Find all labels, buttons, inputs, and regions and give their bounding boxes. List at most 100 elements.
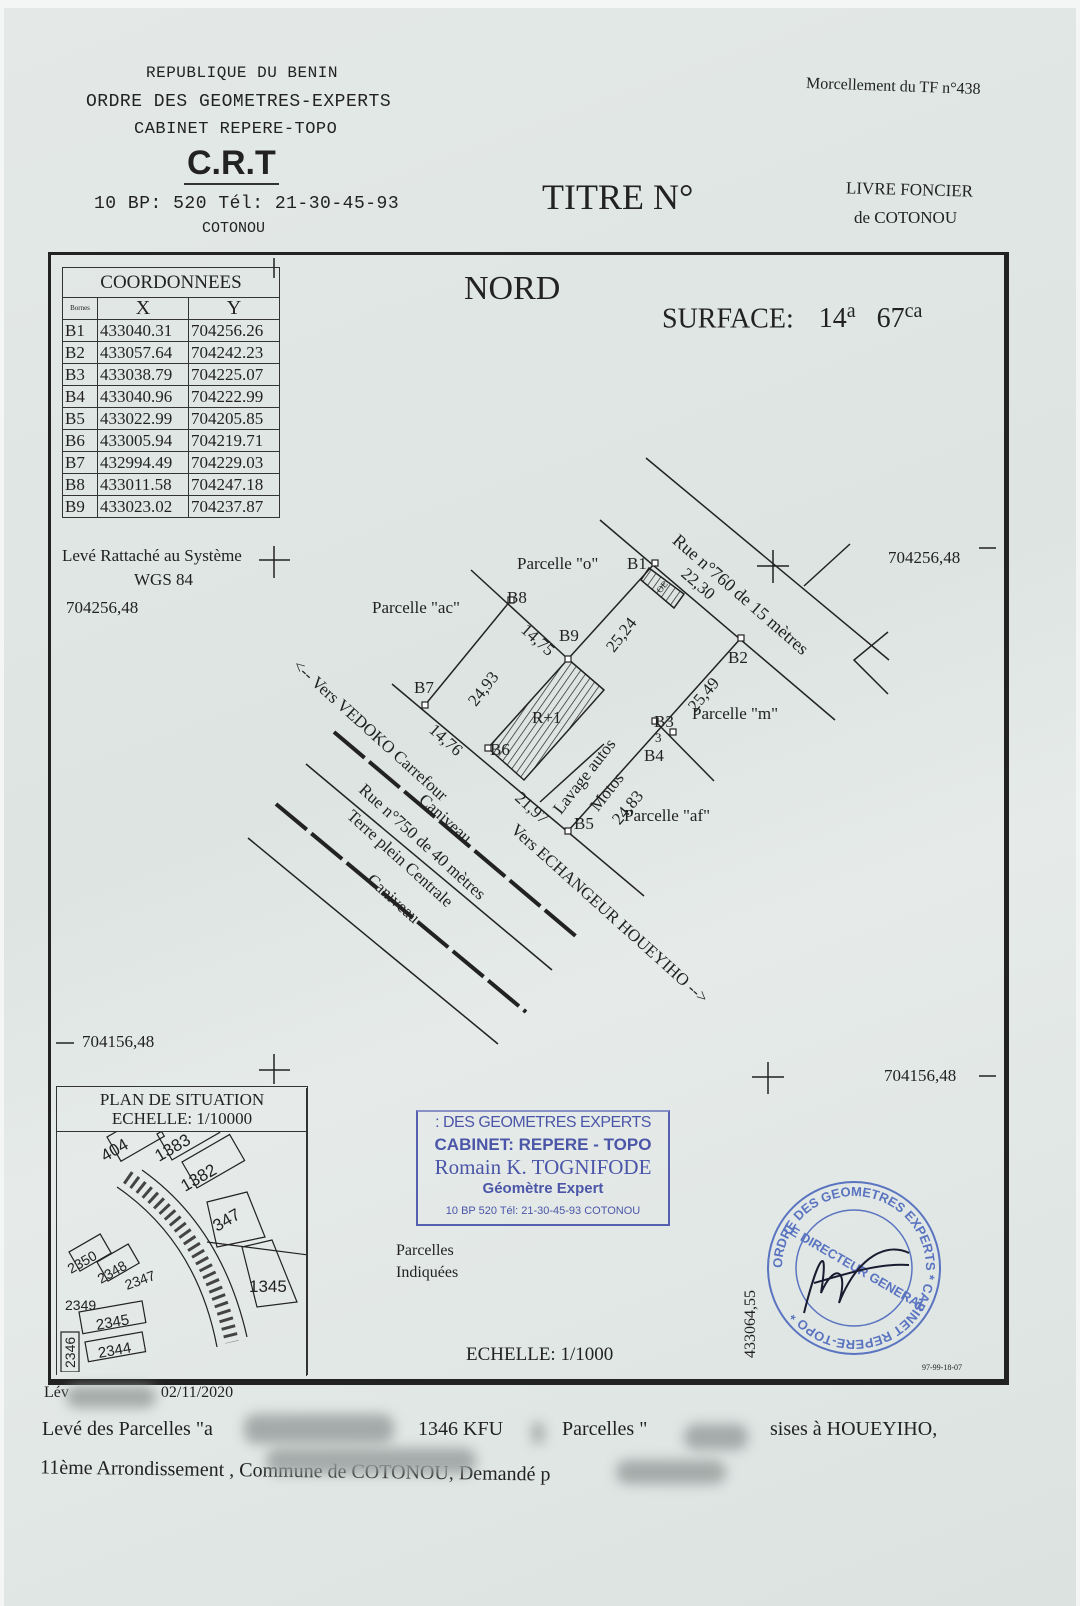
stamp-line-2: CABINET: REPERE - TOPO bbox=[434, 1135, 652, 1154]
borne-b2: B2 bbox=[728, 648, 748, 667]
situation-scale: ECHELLE: 1/10000 bbox=[111, 1109, 253, 1128]
surface-ares: 14 bbox=[818, 303, 847, 335]
redaction bbox=[244, 1414, 394, 1444]
stamp-line-3: Romain K. TOGNIFODE bbox=[434, 1155, 652, 1179]
redaction bbox=[66, 1386, 156, 1408]
coord-y: 704229.03 bbox=[188, 451, 280, 474]
round-seal: ORDRE DES GEOMETRES EXPERTS * CABINET RE… bbox=[767, 1181, 941, 1355]
borne-name: B9 bbox=[62, 495, 98, 518]
wgs-label: WGS 84 bbox=[134, 570, 194, 589]
parcel-map bbox=[56, 258, 996, 1094]
borne-b4: B4 bbox=[644, 746, 664, 765]
coord-y: 704219.71 bbox=[188, 429, 280, 452]
footer-text: 1346 KFU bbox=[418, 1418, 504, 1440]
coord-x: 433040.31 bbox=[97, 319, 189, 342]
situation-map: 404 1383 1382 347 1345 2350 2348 2347 23… bbox=[60, 1132, 307, 1372]
surface-label: SURFACE: bbox=[662, 303, 794, 335]
borne-b5: B5 bbox=[574, 814, 594, 833]
lot-2344: 2344 bbox=[97, 1339, 133, 1362]
leve-date-line: Lév 02/11/2020 bbox=[44, 1384, 233, 1402]
building-r-plus-1 bbox=[486, 657, 606, 782]
livre-foncier-city: de COTONOU bbox=[854, 208, 958, 227]
coord-y: 704237.87 bbox=[188, 495, 280, 518]
label-parcelle-af: Parcelle "af" bbox=[624, 806, 711, 825]
grid-cross bbox=[259, 1054, 290, 1084]
indiquees-label: Indiquées bbox=[396, 1264, 459, 1281]
grid-y-top-left: 704256,48 bbox=[66, 598, 139, 617]
header-city: COTONOU bbox=[202, 220, 266, 237]
footer-text: Parcelles " bbox=[562, 1418, 648, 1440]
surface-ares-unit: a bbox=[846, 300, 856, 322]
road-750-terre-plein bbox=[274, 802, 528, 1014]
surface-centiares: 67 bbox=[876, 303, 905, 335]
grid-cross bbox=[259, 546, 290, 578]
stamp-line-4: Géomètre Expert bbox=[482, 1180, 604, 1197]
lot-2345: 2345 bbox=[95, 1311, 131, 1334]
grid-y-top-right: 704256,48 bbox=[888, 548, 961, 567]
surface-value: SURFACE: 14a 67ca bbox=[662, 300, 922, 335]
borne-b7: B7 bbox=[414, 678, 434, 697]
footer-text: sises à HOUEYIHO, bbox=[770, 1418, 938, 1440]
label-parcelle-ac: Parcelle "ac" bbox=[372, 598, 460, 617]
coord-x: 433038.79 bbox=[97, 363, 189, 386]
redaction bbox=[266, 1448, 476, 1474]
borne-b1: B1 bbox=[627, 554, 647, 573]
grid-cross bbox=[757, 550, 789, 583]
plan-frame bbox=[48, 252, 1009, 1385]
label-r-plus-1: R+1 bbox=[532, 708, 562, 727]
crt-logo: C.R.T bbox=[184, 144, 279, 185]
borne-b8: B8 bbox=[507, 588, 527, 607]
road-750-caniveau bbox=[332, 730, 580, 940]
footer-text: Levé des Parcelles "a bbox=[42, 1418, 213, 1440]
parcelles-label: Parcelles bbox=[396, 1242, 454, 1259]
seal-inner-text: LE DIRECTEUR GENERAL bbox=[780, 1219, 929, 1314]
road-750-edge bbox=[305, 763, 553, 971]
situation-plan-box: PLAN DE SITUATION ECHELLE: 1/10000 bbox=[56, 1086, 308, 1375]
leve-prefix: Lév bbox=[44, 1384, 69, 1401]
reference-code: 97-99-18-07 bbox=[922, 1363, 962, 1372]
coord-x: 433057.64 bbox=[97, 341, 189, 364]
lot-2349: 2349 bbox=[65, 1297, 96, 1313]
redaction bbox=[684, 1424, 748, 1450]
borne-name: B1 bbox=[62, 319, 98, 342]
borne-b9: B9 bbox=[559, 626, 579, 645]
dist-3: 3 bbox=[655, 730, 662, 745]
header-ordre: ORDRE DES GEOMETRES-EXPERTS bbox=[86, 92, 392, 112]
redaction bbox=[616, 1460, 726, 1484]
coordinates-title: COORDONNEES bbox=[62, 267, 280, 298]
rectangular-stamp: : DES GEOMETRES EXPERTS CABINET: REPERE … bbox=[416, 1110, 670, 1226]
north-label: NORD bbox=[464, 270, 561, 307]
road-760-edge bbox=[599, 519, 836, 721]
lot-347: 347 bbox=[210, 1205, 244, 1236]
lot-2346: 2346 bbox=[62, 1337, 78, 1368]
situation-title: PLAN DE SITUATION bbox=[99, 1090, 265, 1109]
signature bbox=[803, 1248, 910, 1314]
building-oe bbox=[640, 566, 686, 610]
titre-number: TITRE N° bbox=[542, 177, 694, 217]
coord-y: 704222.99 bbox=[188, 385, 280, 408]
road-750-edge bbox=[247, 837, 499, 1045]
label-parcelle-o: Parcelle "o" bbox=[517, 554, 599, 573]
survey-plan-document: REPUBLIQUE DU BENIN ORDRE DES GEOMETRES-… bbox=[4, 8, 1076, 1606]
coord-y: 704205.85 bbox=[188, 407, 280, 430]
lot-1345: 1345 bbox=[249, 1277, 287, 1296]
surface-centiares-unit: ca bbox=[904, 300, 923, 322]
label-parcelle-m: Parcelle "m" bbox=[692, 704, 779, 723]
grid-y-bottom-right: 704156,48 bbox=[884, 1066, 957, 1085]
lot-404: 404 bbox=[98, 1135, 132, 1166]
grid-cross bbox=[752, 1062, 784, 1094]
coord-x: 433023.02 bbox=[97, 495, 189, 518]
divider bbox=[306, 1088, 307, 1376]
borne-name: B2 bbox=[62, 341, 98, 364]
header-cabinet: CABINET REPERE-TOPO bbox=[134, 120, 338, 139]
leve-date: 02/11/2020 bbox=[160, 1384, 234, 1401]
coord-x: 433011.58 bbox=[97, 473, 189, 496]
coord-y: 704247.18 bbox=[188, 473, 280, 496]
